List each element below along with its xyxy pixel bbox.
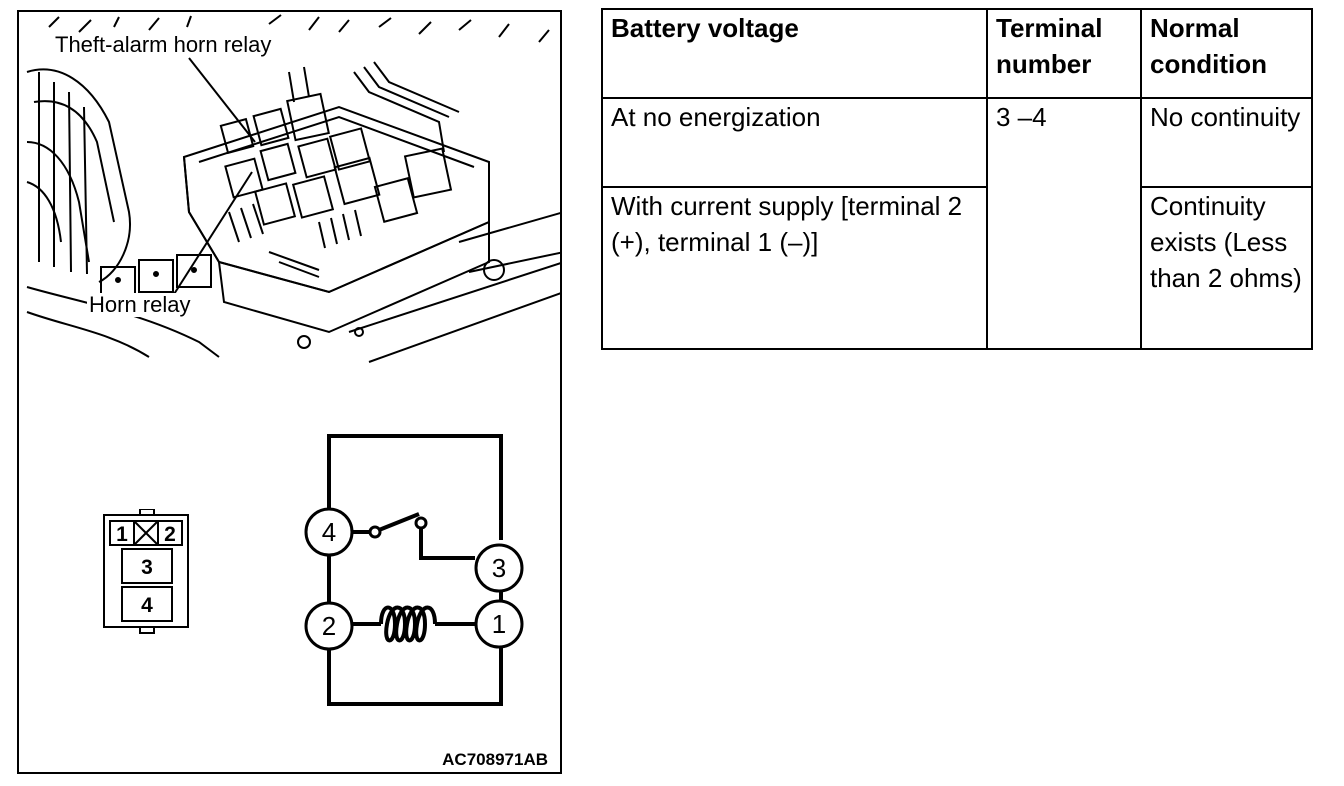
connector-terminal-4: 4 (141, 594, 153, 617)
relay-connector-face: 1 2 3 4 (103, 509, 189, 634)
cell-voltage: With current supply [terminal 2 (+), ter… (601, 186, 988, 350)
schematic-terminal-3: 3 (492, 553, 506, 583)
header-battery-voltage: Battery voltage (601, 8, 988, 99)
table-row: With current supply [terminal 2 (+), ter… (601, 186, 1313, 350)
connector-terminal-3: 3 (141, 556, 153, 579)
schematic-terminal-4: 4 (322, 517, 336, 547)
relay-circuit-schematic: 4 3 2 1 (304, 434, 524, 706)
header-normal-condition: Normal condition (1140, 8, 1313, 99)
table-header-row: Battery voltage Terminal number Normal c… (601, 8, 1313, 99)
connector-terminal-2: 2 (164, 523, 176, 546)
engine-bay-illustration (26, 14, 560, 363)
relay-figure: Theft-alarm horn relay Horn relay 1 2 3 … (17, 10, 562, 774)
cell-condition: No continuity (1140, 97, 1313, 188)
horn-relay-label: Horn relay (87, 292, 193, 317)
header-terminal-number: Terminal number (986, 8, 1142, 99)
theft-alarm-relay-label: Theft-alarm horn relay (53, 32, 274, 57)
cell-voltage: At no energization (601, 97, 988, 188)
table-row: At no energization 3 –4 No continuity (601, 97, 1313, 350)
cell-terminal: 3 –4 (986, 97, 1142, 350)
schematic-terminal-1: 1 (492, 609, 506, 639)
connector-terminal-1: 1 (116, 523, 128, 546)
schematic-terminal-2: 2 (322, 611, 336, 641)
cell-condition: Continuity exists (Less than 2 ohms) (1140, 186, 1313, 350)
relay-continuity-table: Battery voltage Terminal number Normal c… (601, 8, 1313, 350)
figure-code: AC708971AB (442, 750, 548, 769)
